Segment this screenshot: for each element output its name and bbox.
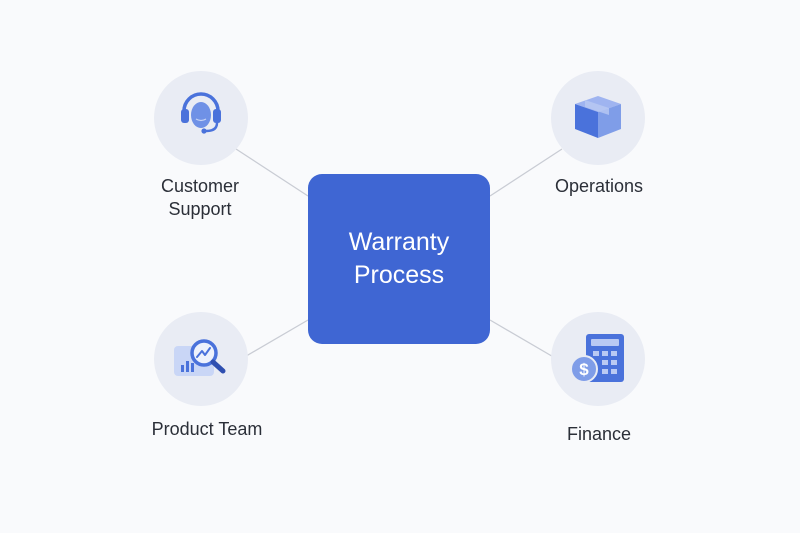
center-title-line1: Warranty: [348, 228, 450, 256]
node-product-team[interactable]: [154, 312, 248, 406]
label-customer-support-line1: Customer: [160, 176, 240, 196]
node-finance[interactable]: $: [551, 312, 645, 406]
connector-customer-support: [235, 148, 309, 197]
analytics-magnifier-icon: [174, 339, 226, 376]
node-operations[interactable]: [551, 71, 645, 165]
calculator-dollar-icon: $: [570, 334, 624, 383]
svg-text:$: $: [579, 360, 589, 379]
center-title-line2: Process: [353, 261, 445, 289]
center-node-warranty-process[interactable]: Warranty Process: [308, 174, 490, 344]
label-customer-support-line2: Support: [168, 199, 232, 219]
label-operations-line1: Operations: [554, 176, 644, 196]
label-product-team-line1: Product Team: [151, 419, 263, 439]
label-customer-support: Customer Support: [120, 175, 280, 221]
label-finance-line1: Finance: [566, 424, 632, 444]
headset-icon: [181, 92, 221, 134]
connector-finance: [489, 319, 563, 363]
label-finance: Finance: [519, 423, 679, 446]
node-customer-support[interactable]: [154, 71, 248, 165]
connector-product-team: [235, 319, 309, 363]
label-operations: Operations: [519, 175, 679, 198]
connector-operations: [489, 148, 563, 197]
package-box-icon: [575, 96, 621, 138]
label-product-team: Product Team: [127, 418, 287, 441]
